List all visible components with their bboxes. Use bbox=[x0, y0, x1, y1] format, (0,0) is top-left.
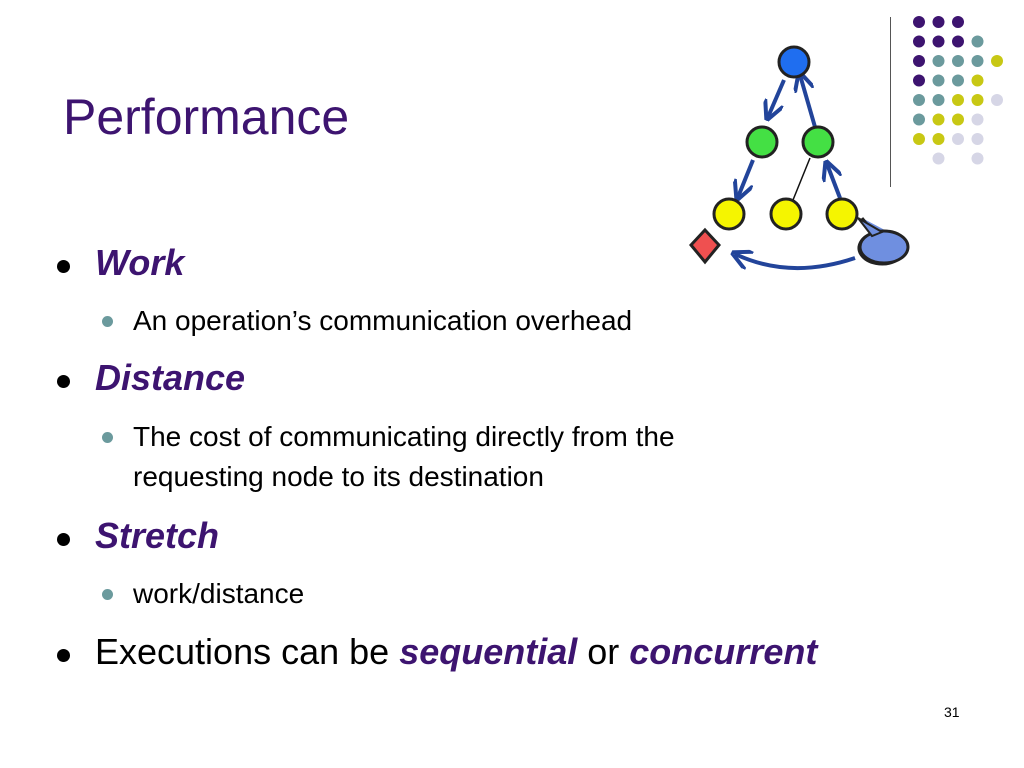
decorative-dot bbox=[952, 35, 964, 48]
sub-bullet-text-line1: The cost of communicating directly from … bbox=[133, 421, 675, 452]
bullet-text: Executions can be bbox=[95, 631, 400, 672]
decorative-dot bbox=[913, 35, 925, 48]
decorative-dot bbox=[913, 113, 925, 126]
decorative-dot bbox=[913, 133, 925, 145]
decorative-dot bbox=[971, 113, 984, 126]
decorative-dot bbox=[952, 55, 964, 67]
decorative-dot bbox=[952, 74, 964, 87]
sub-bullet-text-line2: requesting node to its destination bbox=[133, 461, 544, 492]
sub-bullet-text: An operation’s communication overhead bbox=[133, 305, 633, 336]
arrow-right-green-to-root bbox=[800, 75, 817, 128]
decorative-dot bbox=[971, 133, 984, 145]
decorative-dot bbox=[991, 94, 1003, 106]
arrow-requester-to-target bbox=[735, 254, 856, 270]
root-node bbox=[777, 45, 811, 79]
sub-bullet-text: work/distance bbox=[133, 578, 305, 609]
bullet-term: Distance bbox=[95, 357, 246, 398]
leaf-node-middle bbox=[769, 197, 803, 231]
slide-title: Performance bbox=[63, 89, 350, 145]
decorative-dot bbox=[913, 16, 925, 28]
bullet-dot bbox=[57, 375, 70, 388]
arrow-left-green-to-left-yellow bbox=[738, 159, 755, 197]
decorative-dot bbox=[971, 35, 984, 48]
arrow-right-yellow-to-right-green bbox=[827, 164, 840, 199]
bullet-stretch: Stretch bbox=[57, 514, 220, 558]
bullet-dot bbox=[57, 533, 70, 546]
decorative-dot bbox=[971, 55, 984, 67]
decorative-dot bbox=[913, 55, 925, 67]
sub-bullet-dot bbox=[102, 432, 113, 443]
bullet-term: Stretch bbox=[95, 515, 220, 556]
decorative-dot bbox=[991, 55, 1003, 67]
emphasis-concurrent: concurrent bbox=[629, 631, 818, 672]
decorative-dot bbox=[932, 94, 945, 106]
bullet-work: Work bbox=[57, 241, 185, 285]
leaf-node-left bbox=[712, 197, 746, 231]
bullet-dot bbox=[57, 260, 70, 273]
mid-node-left bbox=[745, 125, 779, 159]
decorative-dot bbox=[952, 94, 964, 106]
bullet-dot bbox=[57, 649, 70, 662]
decorative-dot bbox=[913, 94, 925, 106]
decorative-dot bbox=[971, 152, 984, 165]
decorative-dot bbox=[952, 113, 964, 126]
decorative-dot bbox=[932, 35, 945, 48]
decorative-dot bbox=[952, 16, 964, 28]
sub-bullet-stretch: work/distance bbox=[102, 574, 893, 614]
divider-line bbox=[890, 17, 891, 187]
target-diamond bbox=[689, 227, 721, 265]
arrow-root-to-left-green bbox=[768, 79, 786, 117]
requester-node-tail bbox=[857, 217, 885, 238]
tree-edge bbox=[792, 157, 811, 201]
bullet-text-middle: or bbox=[577, 631, 630, 672]
emphasis-sequential: sequential bbox=[399, 631, 578, 672]
decorative-dot bbox=[952, 133, 964, 145]
page-number: 31 bbox=[944, 704, 960, 720]
decorative-dot bbox=[932, 133, 945, 145]
bullet-term: Work bbox=[95, 242, 185, 283]
requester-node-body bbox=[858, 229, 910, 265]
sub-bullet-work: An operation’s communication overhead bbox=[102, 301, 893, 341]
decorative-dot bbox=[932, 113, 945, 126]
decorative-dot bbox=[971, 94, 984, 106]
sub-bullet-distance: The cost of communicating directly from … bbox=[102, 417, 893, 497]
decorative-dot bbox=[971, 74, 984, 87]
decorative-dot bbox=[932, 16, 945, 28]
sub-bullet-dot bbox=[102, 589, 113, 600]
bullet-executions: Executions can be sequential or concurre… bbox=[57, 630, 818, 674]
bullet-distance: Distance bbox=[57, 356, 246, 400]
leaf-node-right bbox=[825, 197, 859, 231]
mid-node-right bbox=[801, 125, 835, 159]
decorative-dot bbox=[932, 74, 945, 87]
decorative-dot bbox=[932, 55, 945, 67]
sub-bullet-dot bbox=[102, 316, 113, 327]
decorative-dot bbox=[913, 74, 925, 87]
decorative-dot bbox=[932, 152, 945, 165]
